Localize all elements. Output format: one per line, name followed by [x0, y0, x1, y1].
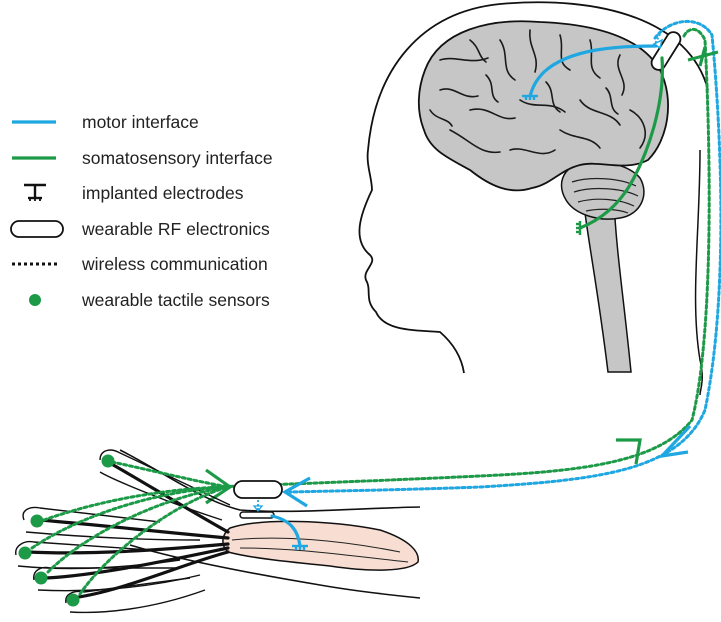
legend-label: motor interface	[82, 111, 199, 133]
green-line-icon	[10, 146, 68, 172]
arm-implant-pad	[240, 512, 274, 518]
green-dot-icon	[10, 288, 68, 314]
rf-device-icon	[10, 217, 68, 243]
tactile-sensors	[19, 455, 115, 607]
arm-rf-device	[234, 481, 282, 498]
dotted-line-icon	[10, 252, 68, 278]
legend-label: wearable tactile sensors	[82, 289, 270, 311]
legend-item-wearable-rf-electronics: wearable RF electronics	[10, 217, 340, 253]
legend-item-wireless-communication: wireless communication	[10, 252, 340, 288]
legend-item-motor-interface: motor interface	[10, 110, 340, 146]
hand-nerves	[28, 462, 228, 598]
legend-label: wireless communication	[82, 253, 268, 275]
blue-line-icon	[10, 110, 68, 136]
spinal-cord	[584, 200, 631, 372]
legend-item-wearable-tactile-sensors: wearable tactile sensors	[10, 288, 340, 324]
legend-label: implanted electrodes	[82, 182, 243, 204]
legend-label: somatosensory interface	[82, 147, 273, 169]
legend: motor interface somatosensory interface …	[10, 110, 340, 323]
electrode-icon	[10, 181, 68, 207]
finger-outlines	[16, 450, 230, 612]
forearm-muscle	[223, 521, 418, 570]
sensory-electrode-brain	[576, 221, 580, 235]
legend-label: wearable RF electronics	[82, 218, 270, 240]
legend-item-implanted-electrodes: implanted electrodes	[10, 181, 340, 217]
cerebellum	[562, 162, 644, 220]
legend-item-somatosensory-interface: somatosensory interface	[10, 146, 340, 182]
head-rf-device	[649, 29, 683, 72]
